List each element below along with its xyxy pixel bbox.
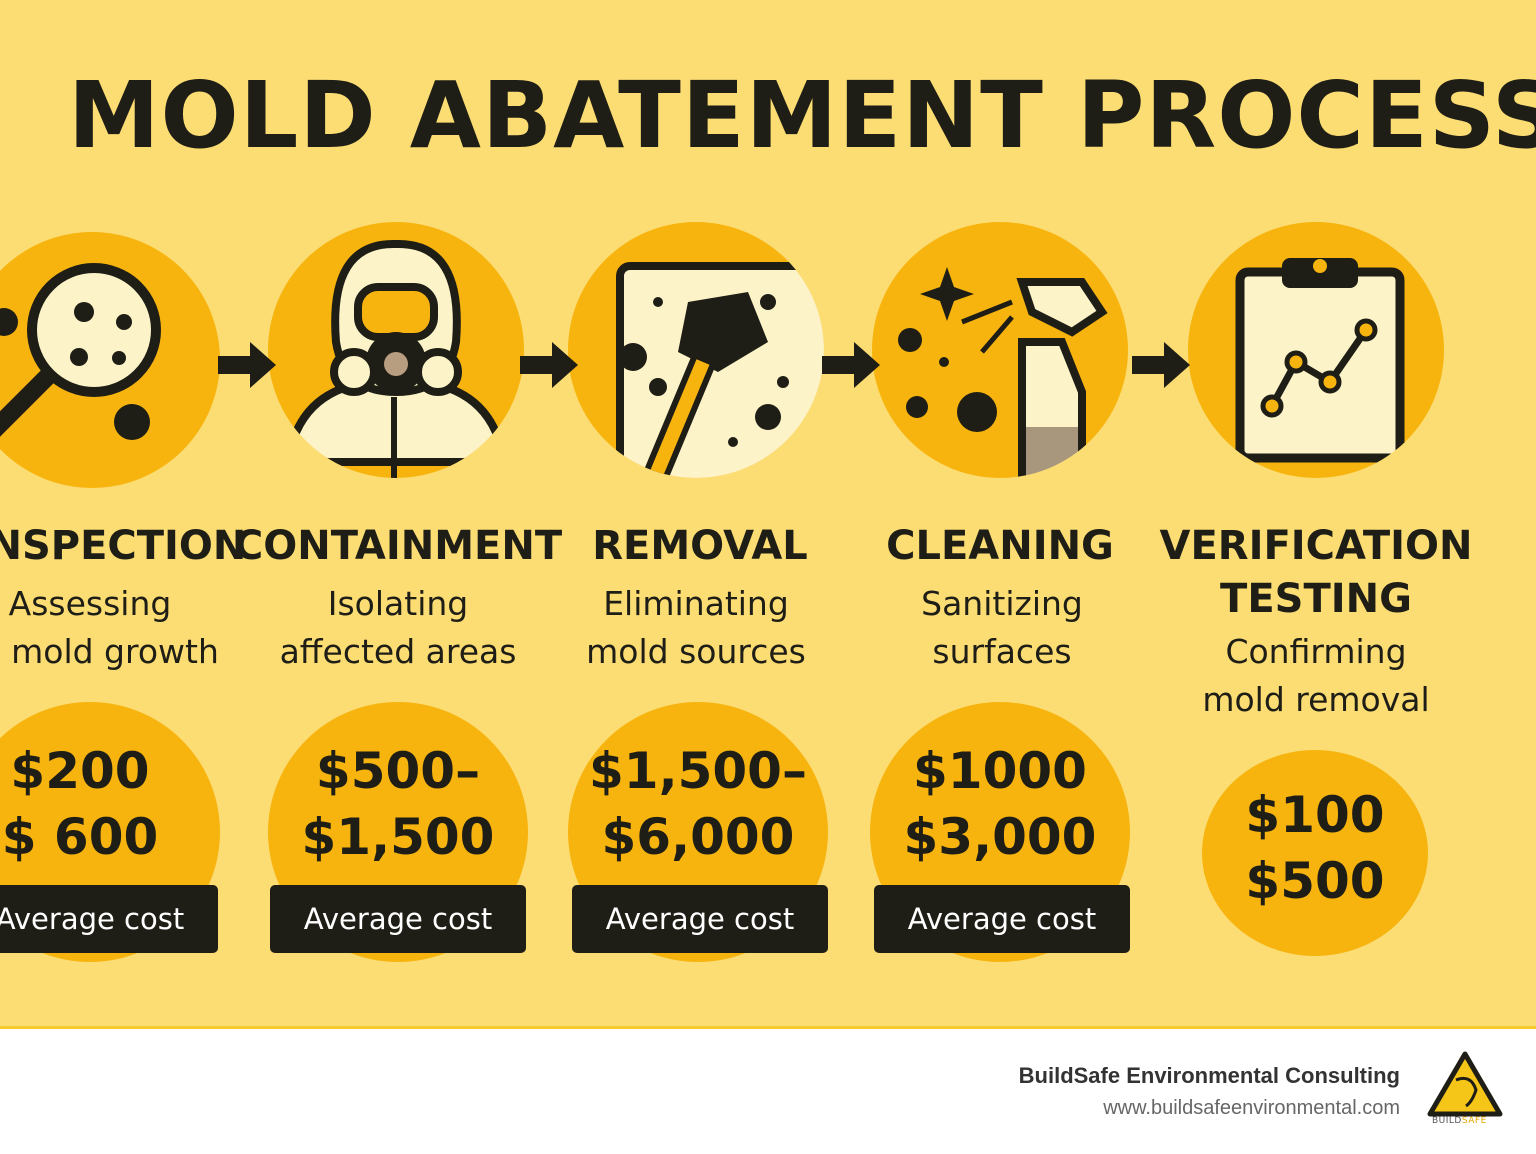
step-desc: Eliminating mold sources	[526, 580, 866, 676]
step-title-removal: REMOVAL	[592, 523, 808, 569]
step-title-line: TESTING	[1220, 576, 1412, 622]
cost-value: $100	[1245, 786, 1385, 844]
cost-value: $ 600	[1, 808, 159, 866]
step-desc-line: mold sources	[586, 632, 806, 671]
arrow-right-icon	[520, 342, 578, 388]
arrow-right-icon	[218, 342, 276, 388]
step-title-line: VERIFICATION	[1159, 523, 1473, 569]
cost-value: $1,500–	[589, 742, 807, 800]
step-title-containment: CONTAINMENT	[233, 523, 563, 569]
step-desc-line: Isolating	[327, 584, 469, 623]
step-desc-line: Sanitizing	[921, 584, 1083, 623]
step-title-verification: VERIFICATION TESTING	[1146, 520, 1486, 626]
step-desc-line: mold removal	[1202, 680, 1430, 719]
step-title-inspection: INSPECTION	[0, 523, 247, 569]
magnifier-mold-icon	[0, 232, 220, 488]
company-url[interactable]: www.buildsafeenvironmental.com	[1103, 1097, 1400, 1119]
step-desc: Assessing mold growth	[0, 580, 260, 676]
cost-value: $6,000	[601, 808, 795, 866]
average-cost-label: Average cost	[874, 885, 1130, 953]
step-desc: Sanitizing surfaces	[832, 580, 1172, 676]
average-cost-label: Average cost	[270, 885, 526, 953]
cost-value: $500–	[315, 742, 481, 800]
page-title: MOLD ABATEMENT PROCESS	[68, 62, 1536, 169]
cost-value: $1,500	[301, 808, 495, 866]
logo-text: BUILDSAFE	[1432, 1116, 1487, 1126]
arrow-right-icon	[822, 342, 880, 388]
cost-value: $200	[10, 742, 150, 800]
average-cost-label: Average cost	[572, 885, 828, 953]
step-desc: Confirming mold removal	[1146, 628, 1486, 724]
cost-value: $3,000	[903, 808, 1097, 866]
hazmat-respirator-icon	[268, 222, 524, 478]
buildsafe-warning-logo-icon	[1427, 1051, 1503, 1117]
company-name: BuildSafe Environmental Consulting	[1018, 1063, 1400, 1088]
step-desc: Isolating affected areas	[228, 580, 568, 676]
step-desc-line: Eliminating	[603, 584, 789, 623]
cost-value: $500	[1245, 852, 1385, 910]
step-desc-line: Confirming	[1225, 632, 1407, 671]
scraper-wall-icon	[568, 222, 824, 478]
step-desc-line: mold growth	[11, 632, 219, 671]
cost-value: $1000	[913, 742, 1087, 800]
cost-circle-verification: $100 $500	[1202, 750, 1428, 956]
arrow-right-icon	[1132, 342, 1190, 388]
step-desc-line: affected areas	[279, 632, 517, 671]
logo-text-build: BUILD	[1432, 1116, 1462, 1126]
spray-bottle-icon	[872, 222, 1128, 478]
average-cost-label: Average cost	[0, 885, 218, 953]
clipboard-chart-icon	[1188, 222, 1444, 478]
step-desc-line: Assessing	[8, 584, 172, 623]
step-desc-line: surfaces	[932, 632, 1072, 671]
step-title-cleaning: CLEANING	[886, 523, 1114, 569]
logo-text-safe: SAFE	[1461, 1116, 1487, 1126]
infographic-panel: MOLD ABATEMENT PROCESS INSPECTION Assess…	[0, 0, 1536, 1029]
